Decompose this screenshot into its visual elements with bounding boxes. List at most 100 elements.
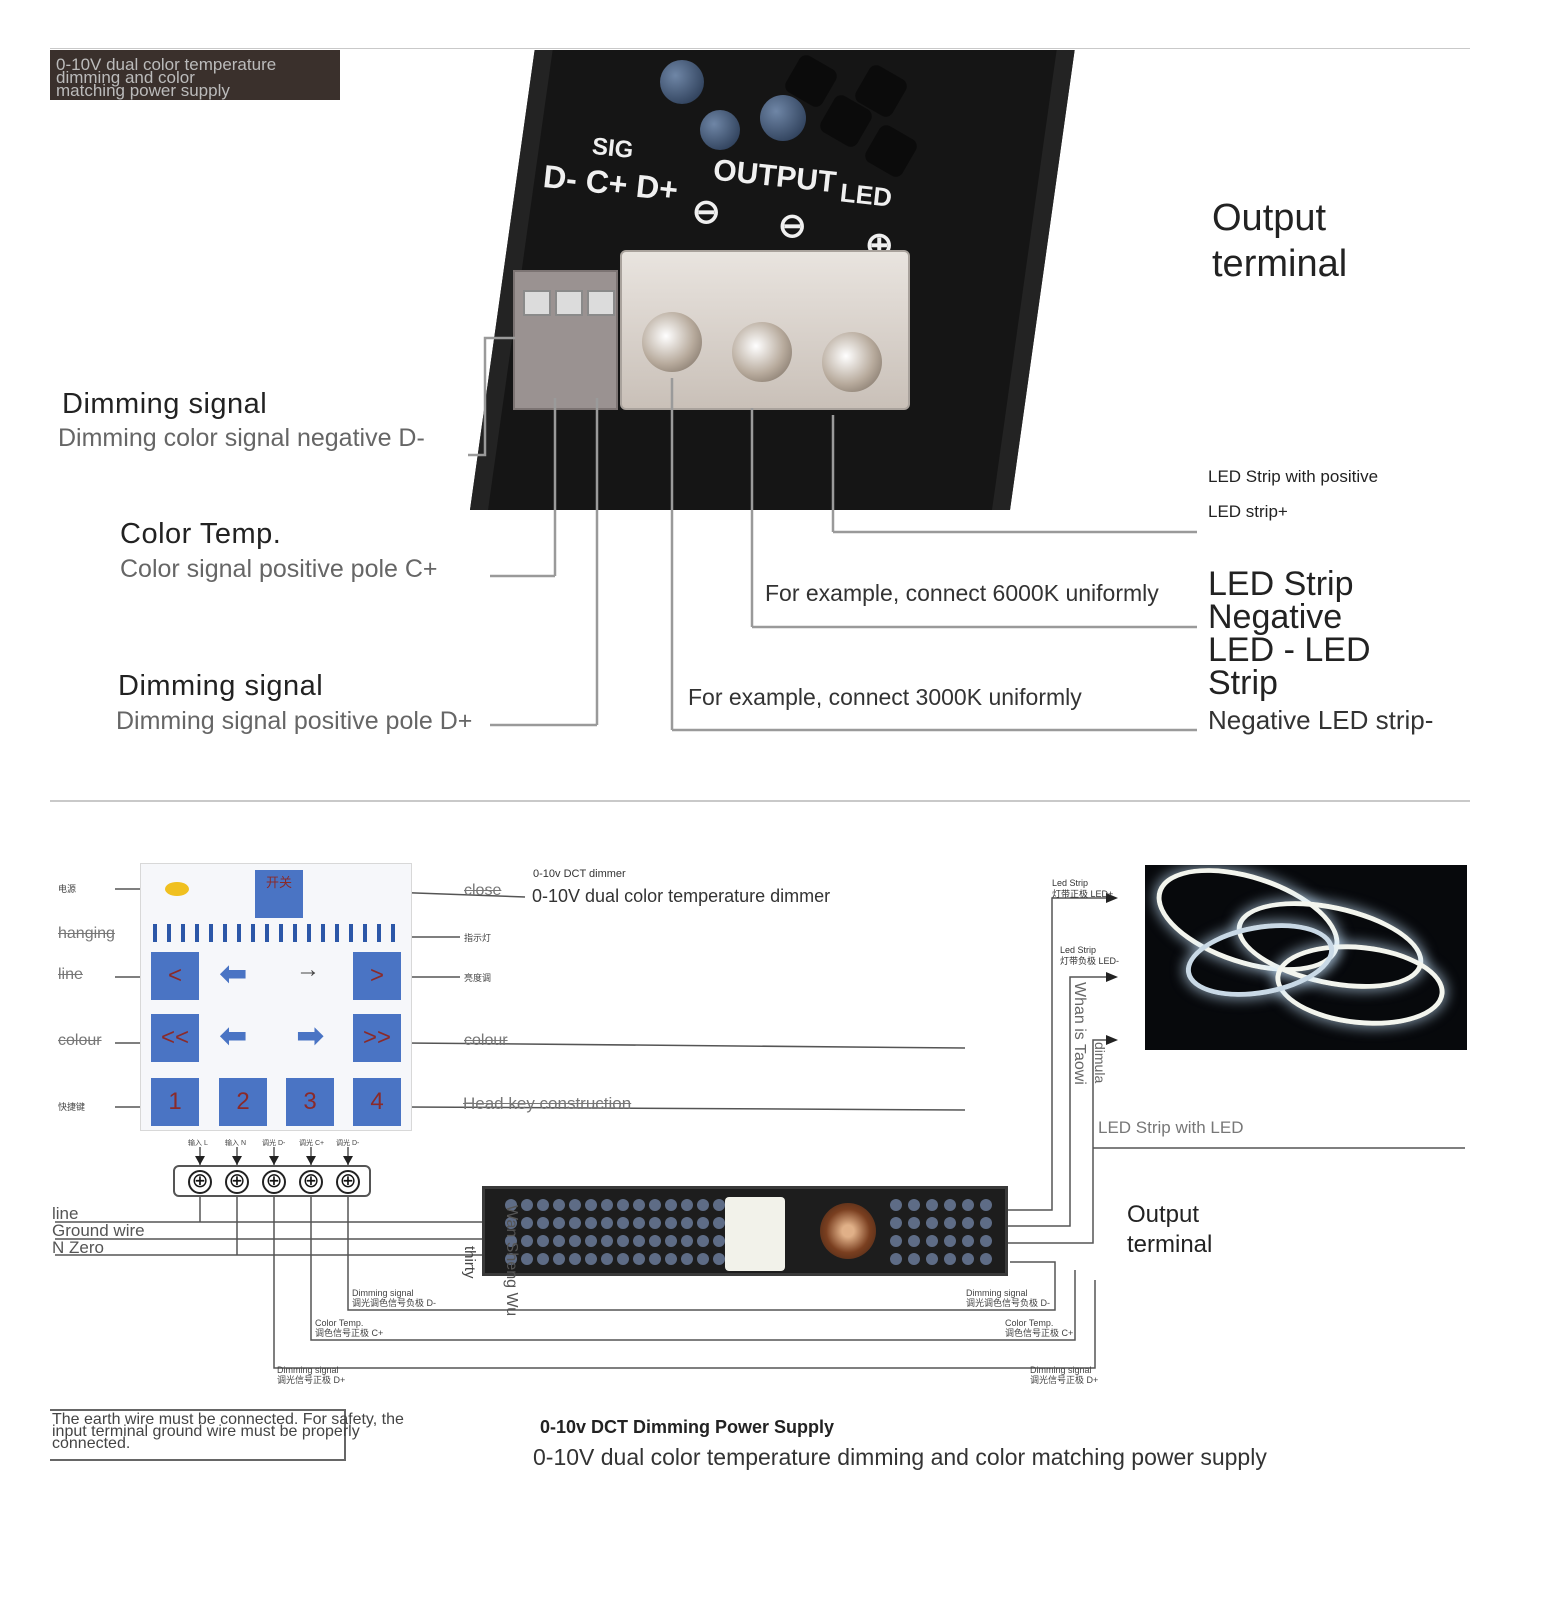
- psu-component: [697, 1235, 709, 1247]
- sig-label-right-2: Color Temp.调色信号正极 C+: [1005, 1318, 1073, 1338]
- tick-mark: [195, 924, 199, 942]
- psu-component: [944, 1217, 956, 1229]
- dimming-pos-title: Dimming signal: [118, 670, 324, 702]
- psu-component: [944, 1235, 956, 1247]
- psu-component: [926, 1235, 938, 1247]
- dimming-neg-title: Dimming signal: [62, 388, 268, 420]
- terminal-lever: [587, 290, 615, 316]
- led-pos-line-2: LED strip+: [1208, 502, 1288, 521]
- psu-component: [980, 1235, 992, 1247]
- sig-label-text: 调光信号正极 D+: [1030, 1375, 1099, 1385]
- dimula-label: dimula: [1092, 1042, 1108, 1084]
- psu-component: [713, 1217, 725, 1229]
- led-strip-photo: [1145, 865, 1467, 1050]
- psu-component: [697, 1217, 709, 1229]
- tick-mark: [209, 924, 213, 942]
- psu-component: [553, 1199, 565, 1211]
- tick-mark: [237, 924, 241, 942]
- dimming-pos-subtitle: Dimming signal positive pole D+: [116, 707, 473, 735]
- led-strip-pos-label: Led Strip 灯带正极 LED+: [1052, 878, 1113, 900]
- psu-component: [633, 1235, 645, 1247]
- brightness-label: 亮度调: [464, 973, 492, 983]
- psu-title: 0-10V dual color temperature dimming and…: [533, 1444, 1267, 1470]
- sig-label-text: 调光信号正极 D+: [277, 1375, 346, 1385]
- colour-left-button[interactable]: <<: [151, 1014, 199, 1062]
- psu-component: [908, 1217, 920, 1229]
- psu-component: [601, 1217, 613, 1229]
- colour-left-label: colour: [58, 1032, 102, 1049]
- tick-mark: [279, 924, 283, 942]
- banner-line-1: 0-10V dual color temperature dimming and…: [56, 55, 277, 87]
- psu-component: [890, 1199, 902, 1211]
- psu-component: [980, 1217, 992, 1229]
- psu-component: [665, 1253, 677, 1265]
- psu-component: [585, 1253, 597, 1265]
- key-4-button[interactable]: 4: [353, 1078, 401, 1126]
- wan-sheng-label: Wan Sheng Wu: [503, 1205, 520, 1317]
- dimmer-small-title: 0-10v DCT dimmer: [533, 868, 626, 880]
- thirty-label: thirty: [461, 1246, 478, 1279]
- ground-wire-label: Ground wire: [52, 1221, 145, 1240]
- key-2-button[interactable]: 2: [219, 1078, 267, 1126]
- led-neg-line-2: Negative: [1208, 598, 1343, 636]
- line-label: line: [58, 966, 83, 983]
- psu-component: [569, 1253, 581, 1265]
- psu-component: [633, 1253, 645, 1265]
- earth-note-line-2: input terminal ground wire must be prope…: [52, 1423, 360, 1440]
- line-right-button[interactable]: >: [353, 952, 401, 1000]
- led-neg-line-3: LED - LED: [1208, 631, 1371, 669]
- psu-component: [962, 1253, 974, 1265]
- psu-component: [944, 1253, 956, 1265]
- psu-component: [617, 1199, 629, 1211]
- sig-label-text: Color Temp.: [315, 1318, 364, 1328]
- key-3-button[interactable]: 3: [286, 1078, 334, 1126]
- line-left-button[interactable]: <: [151, 952, 199, 1000]
- colour-right-button[interactable]: >>: [353, 1014, 401, 1062]
- led-strip-neg-label: Led Strip 灯带负极 LED-: [1060, 945, 1119, 967]
- key-1-button[interactable]: 1: [151, 1078, 199, 1126]
- psu-component: [553, 1253, 565, 1265]
- led-strip-pos-line-1: Led Strip: [1052, 878, 1089, 888]
- sig-label-left-2: Color Temp.调色信号正极 C+: [315, 1318, 383, 1338]
- sig-label-text: 调色信号正极 C+: [1005, 1328, 1074, 1338]
- terminal-screw-icon: ⊕: [262, 1170, 286, 1194]
- psu-component: [697, 1199, 709, 1211]
- arrow-right-icon: ➡: [296, 1017, 325, 1055]
- led-strip-pos-line-2: 灯带正极 LED+: [1052, 889, 1114, 899]
- terminal-pin-label: 调光 D-: [336, 1140, 360, 1147]
- top-divider: [50, 48, 1470, 49]
- psu-label-sticker: [725, 1197, 785, 1271]
- earth-note-line-1: The earth wire must be connected. For sa…: [52, 1411, 404, 1428]
- psu-component: [908, 1199, 920, 1211]
- psu-component: [521, 1253, 533, 1265]
- terminal-pin-label: 调光 C+: [299, 1140, 325, 1147]
- psu-component: [681, 1253, 693, 1265]
- psu-component: [569, 1217, 581, 1229]
- led-strip-with-led-label: LED Strip with LED: [1098, 1118, 1244, 1137]
- sig-label-text: 调光调色信号负极 D-: [966, 1298, 1050, 1308]
- arrow-left-icon: ⬅: [219, 1017, 248, 1055]
- output-terminal-bottom-1: Output: [1127, 1201, 1200, 1228]
- power-button[interactable]: 开关: [255, 870, 303, 918]
- psu-component: [649, 1217, 661, 1229]
- tick-mark: [321, 924, 325, 942]
- capacitor: [760, 95, 806, 141]
- screw-icon: [822, 332, 882, 392]
- hanging-label: hanging: [58, 925, 115, 942]
- psu-component: [617, 1235, 629, 1247]
- psu-component: [926, 1217, 938, 1229]
- terminal-lever: [555, 290, 583, 316]
- psu-component: [633, 1199, 645, 1211]
- minus-icon: ⊖: [778, 207, 807, 245]
- line-wire-label: line: [52, 1204, 79, 1223]
- psu-component: [537, 1217, 549, 1229]
- psu-component: [962, 1235, 974, 1247]
- psu-component: [569, 1199, 581, 1211]
- led-neg-line-5: Negative LED strip-: [1208, 705, 1434, 735]
- psu-component: [521, 1199, 533, 1211]
- tick-mark: [349, 924, 353, 942]
